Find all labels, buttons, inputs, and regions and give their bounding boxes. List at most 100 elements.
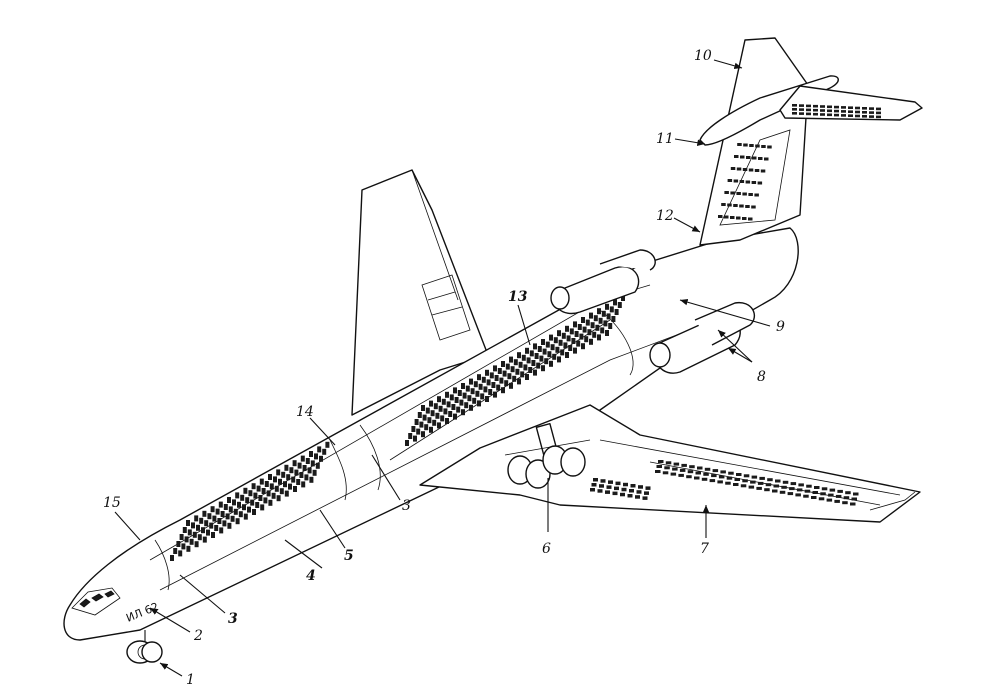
wing-cell (718, 475, 725, 479)
stabilizer-cell (834, 109, 839, 113)
wing-cell (843, 496, 850, 500)
callout-2: 2 (193, 628, 203, 644)
wing-cell (789, 487, 795, 491)
seat (297, 462, 302, 469)
seat (440, 415, 445, 422)
stabilizer-cell (820, 109, 825, 112)
seat (457, 390, 462, 396)
seat (276, 469, 281, 476)
stabilizer-cell (841, 106, 846, 109)
seat (470, 388, 475, 395)
wing-cell (608, 480, 613, 484)
stabilizer-cell (792, 108, 797, 111)
seat (235, 518, 240, 525)
seat (232, 499, 236, 506)
wing-cell (750, 480, 756, 484)
seat (309, 451, 313, 457)
wing-cell (781, 485, 787, 489)
seat (263, 497, 268, 504)
wing-cell (773, 484, 779, 488)
callout-15: 15 (103, 495, 121, 511)
seat (489, 372, 494, 379)
seat (536, 362, 541, 369)
callout-labels: 1 2 3 3 4 5 6 7 8 9 10 11 12 13 14 15 (103, 48, 785, 688)
seat (250, 499, 255, 506)
wing-cell (736, 473, 742, 476)
stabilizer-cell (855, 114, 860, 118)
seat (271, 492, 276, 499)
seat (309, 476, 314, 483)
fin-cell (755, 144, 760, 148)
wing-cell (621, 487, 627, 492)
seat (261, 488, 266, 494)
wing-cell (599, 484, 604, 488)
seat (307, 467, 312, 474)
callout-6: 6 (542, 541, 551, 557)
seat (186, 520, 190, 526)
seat (477, 400, 481, 407)
wing-cell (767, 478, 773, 482)
seat (528, 367, 533, 373)
fin-cell (745, 180, 751, 184)
fin-cell (736, 167, 742, 171)
wing-cell (597, 489, 603, 493)
seat (219, 527, 224, 534)
seat (529, 350, 534, 357)
wing-cell (790, 482, 797, 486)
wing-cell (734, 478, 740, 481)
wing-cell (673, 462, 680, 466)
stabilizer-cell (806, 112, 811, 116)
wing-cell (806, 484, 812, 488)
wing-cell (703, 472, 709, 476)
seat (469, 378, 473, 385)
callout-10: 10 (694, 48, 712, 64)
stabilizer-cell (820, 105, 825, 108)
wing-cell (728, 471, 734, 475)
seat (462, 392, 467, 399)
seat (411, 426, 416, 432)
seat (230, 515, 235, 522)
seat (493, 365, 497, 372)
seat (558, 339, 563, 346)
seat (486, 379, 491, 386)
seat (312, 469, 317, 476)
seat (211, 532, 215, 538)
seat (325, 441, 330, 448)
seat (284, 464, 289, 471)
wing-cell (687, 470, 694, 474)
wing-cell (672, 467, 678, 471)
seat (541, 365, 545, 372)
seat (497, 368, 502, 374)
seat (566, 335, 571, 342)
seat (191, 522, 195, 529)
seat (233, 508, 238, 515)
seat (279, 488, 284, 495)
seat (192, 531, 197, 538)
seat (449, 394, 454, 401)
callout-11: 11 (656, 131, 674, 147)
wing-cell (853, 492, 859, 496)
stabilizer-cell (848, 106, 853, 109)
wing-cell (821, 487, 828, 491)
wing-cell (720, 470, 726, 474)
seat (595, 324, 600, 331)
seat (609, 306, 614, 313)
seat (405, 440, 409, 446)
wing-cell (614, 486, 619, 491)
callout-3-front: 3 (228, 611, 238, 627)
wing-cell (627, 494, 633, 498)
fin-structure (718, 143, 772, 221)
seat (424, 424, 429, 431)
seat (268, 499, 273, 506)
wing-cell (630, 484, 636, 488)
seat (264, 481, 269, 487)
wing-cell (733, 483, 739, 486)
seat (590, 322, 595, 329)
stabilizer-cell (862, 111, 867, 114)
engines-left (550, 249, 656, 315)
wing-cell (851, 497, 857, 501)
seat (581, 343, 585, 350)
wing-cell (644, 491, 649, 495)
seat (238, 511, 243, 518)
stabilizer-cell (806, 108, 811, 112)
